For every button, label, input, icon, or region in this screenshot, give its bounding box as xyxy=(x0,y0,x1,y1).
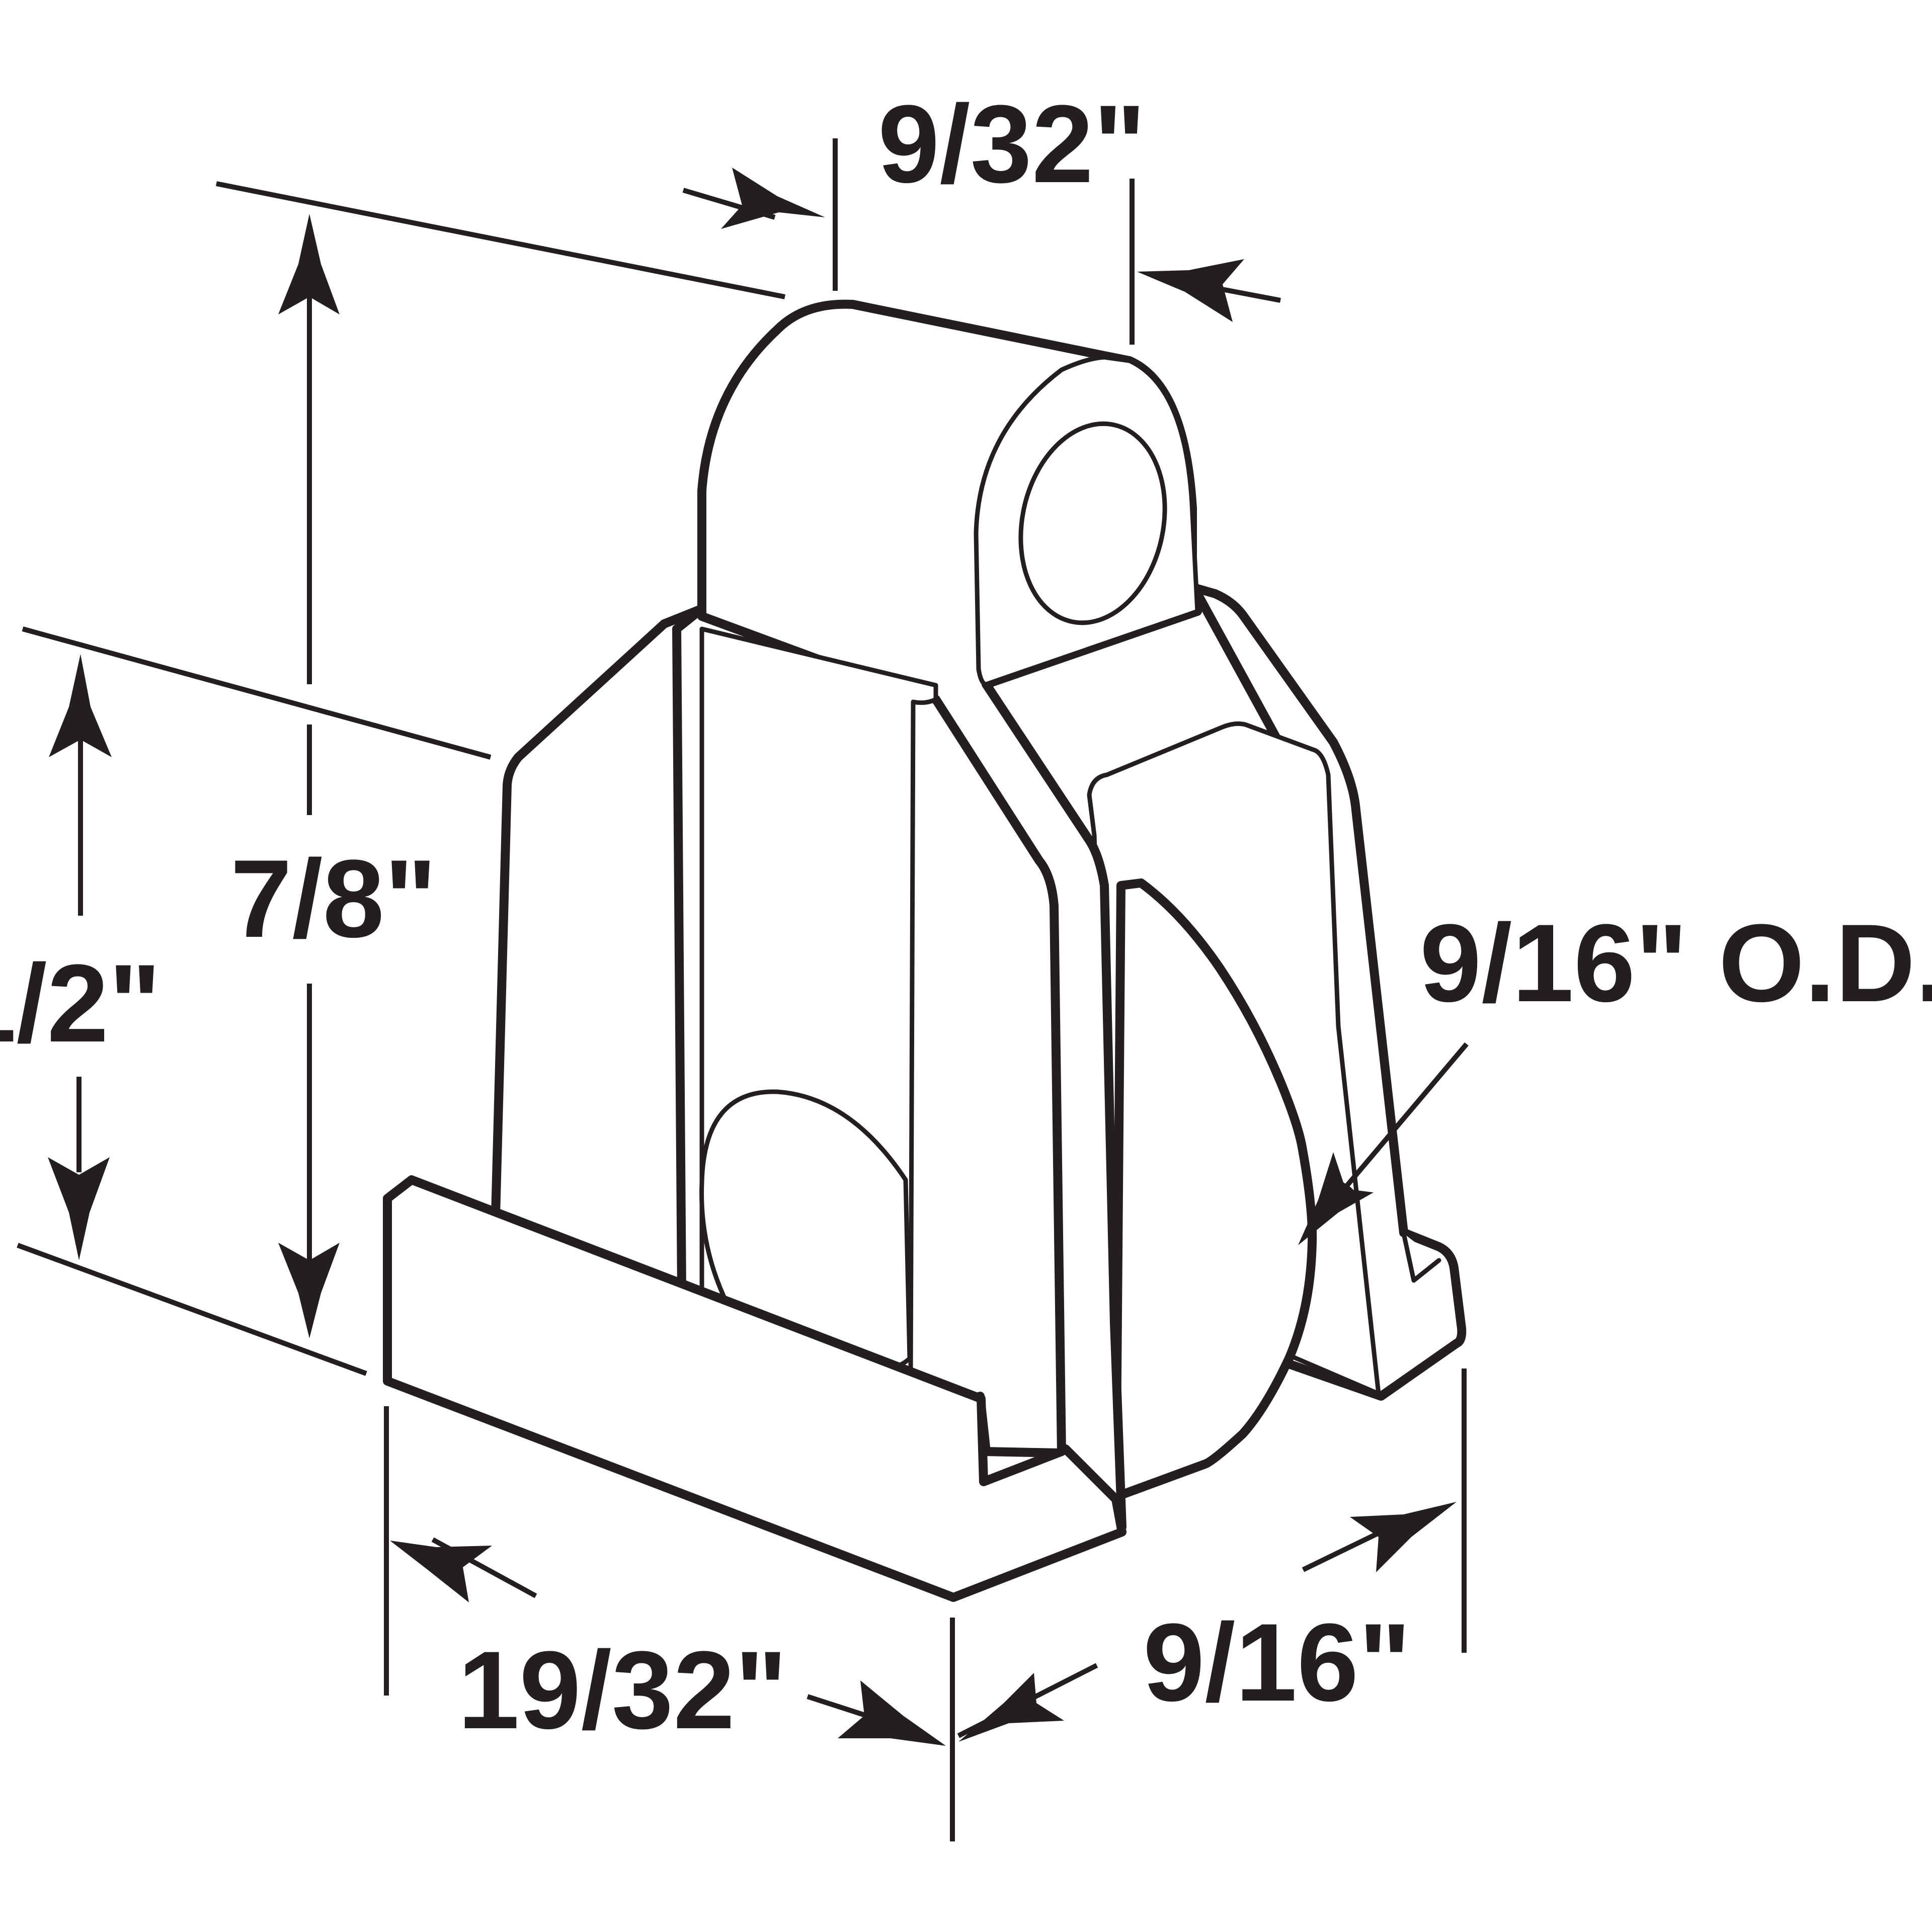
base-width-arrow-left xyxy=(390,1541,492,1602)
base-height-label: 1/2" xyxy=(0,941,161,1065)
od-arrow xyxy=(1298,1152,1374,1245)
flange-inner-slot xyxy=(1401,1231,1441,1283)
eyelet-hole xyxy=(1018,421,1167,625)
base-arrow-down xyxy=(48,1157,110,1260)
extension-line-top xyxy=(216,181,785,299)
extension-line-bottom xyxy=(17,1243,367,1376)
dimension-lines xyxy=(17,138,1469,1841)
base-shoe xyxy=(383,1175,1126,1602)
base-arrow-up xyxy=(49,654,112,757)
top-width-arrow-right xyxy=(1137,259,1244,322)
height-arrow-up xyxy=(278,214,340,314)
height-arrow-down xyxy=(278,1243,340,1338)
roller-housing xyxy=(383,299,1467,1602)
depth-arrow-left xyxy=(958,1673,1064,1742)
roller-wheel xyxy=(1111,878,1317,1501)
base-width-label: 19/32" xyxy=(458,1628,787,1752)
od-leader-line xyxy=(1341,1042,1469,1192)
dimension-labels: 9/32" 7/8" 1/2" 9/16" O.D. 9/16" 19/32" xyxy=(0,82,1932,1752)
top-width-arrow-left xyxy=(721,168,825,229)
extension-line-middle xyxy=(22,626,492,760)
top-width-label: 9/32" xyxy=(878,82,1146,206)
total-height-label: 7/8" xyxy=(230,837,437,960)
left-wing xyxy=(491,604,706,1298)
depth-arrow-right xyxy=(1350,1502,1457,1572)
base-width-arrow-right xyxy=(838,1680,946,1746)
depth-label: 9/16" xyxy=(1143,1600,1411,1724)
wheel-od-label: 9/16" O.D. xyxy=(1420,901,1932,1025)
